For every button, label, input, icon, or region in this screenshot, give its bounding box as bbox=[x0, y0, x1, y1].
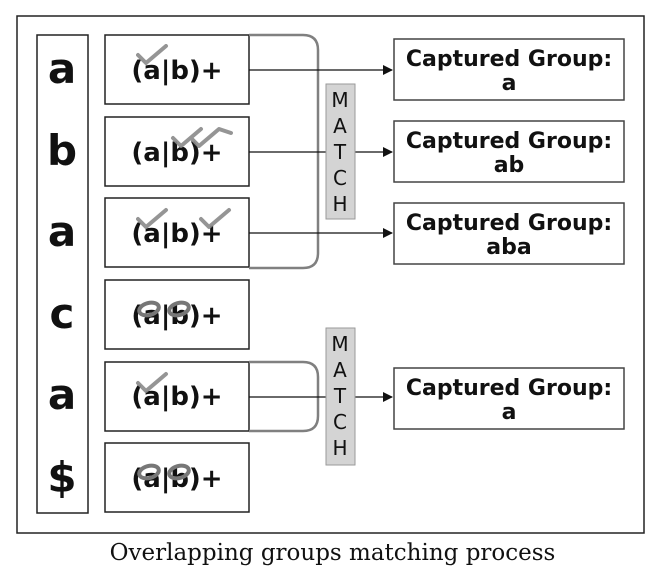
captured-group-value: aba bbox=[486, 235, 531, 260]
captured-group-box bbox=[393, 120, 625, 183]
match-letter: M bbox=[331, 332, 348, 356]
captured-group-box bbox=[393, 367, 625, 430]
check-icon bbox=[136, 372, 168, 393]
captured-group-title: Captured Group: bbox=[406, 376, 612, 401]
pattern-box bbox=[104, 361, 250, 432]
input-string-column bbox=[36, 34, 89, 514]
captured-group-value: ab bbox=[494, 153, 525, 178]
match-letter: H bbox=[332, 192, 347, 216]
captured-group-box bbox=[393, 202, 625, 265]
match-label-box bbox=[325, 83, 356, 220]
match-letter: A bbox=[333, 358, 347, 382]
regex-diagram: a b a c a $ (a|b)+ (a|b)+ (a|b)+ (a|b)+ … bbox=[16, 15, 645, 534]
input-char: b bbox=[47, 126, 77, 175]
arrows bbox=[249, 65, 393, 402]
captured-group-value: a bbox=[502, 71, 517, 96]
fail-marks bbox=[137, 300, 191, 481]
pattern-boxes bbox=[104, 34, 250, 513]
match-letter: T bbox=[333, 384, 347, 408]
input-chars: a b a c a $ bbox=[47, 44, 77, 502]
figure-caption: Overlapping groups matching process bbox=[109, 540, 556, 566]
match-letter: A bbox=[333, 114, 347, 138]
input-char: a bbox=[48, 370, 76, 419]
input-char: $ bbox=[47, 453, 76, 502]
fail-icon bbox=[137, 463, 161, 481]
captured-group-title: Captured Group: bbox=[406, 47, 612, 72]
captured-group-box bbox=[393, 38, 625, 101]
input-char: a bbox=[48, 207, 76, 256]
check-icon bbox=[189, 127, 233, 148]
match-label-bottom: M A T C H bbox=[325, 327, 356, 466]
captured-group-value: a bbox=[502, 400, 517, 425]
match-label-top: M A T C H bbox=[325, 83, 356, 220]
input-char: a bbox=[48, 44, 76, 93]
match-letter: H bbox=[332, 436, 347, 460]
pattern-label: (a|b)+ bbox=[131, 382, 222, 412]
match-label-box bbox=[325, 327, 356, 466]
fail-icon bbox=[167, 463, 191, 481]
match-letter: C bbox=[333, 410, 347, 434]
match-letter: C bbox=[333, 166, 347, 190]
check-icon bbox=[136, 44, 168, 65]
check-icon bbox=[171, 127, 203, 148]
outer-frame bbox=[16, 15, 645, 534]
pattern-box bbox=[104, 34, 250, 105]
match-letter: T bbox=[333, 140, 347, 164]
captured-group-title: Captured Group: bbox=[406, 211, 612, 236]
check-icon bbox=[136, 208, 168, 229]
fail-icon bbox=[137, 300, 161, 318]
fail-icon bbox=[167, 300, 191, 318]
check-icon bbox=[199, 208, 231, 229]
check-marks bbox=[136, 44, 233, 393]
input-char: c bbox=[50, 289, 75, 338]
captured-group-title: Captured Group: bbox=[406, 129, 612, 154]
captured-group-boxes: Captured Group: a Captured Group: ab Cap… bbox=[393, 38, 625, 430]
match-letter: M bbox=[331, 88, 348, 112]
pattern-box bbox=[104, 116, 250, 187]
